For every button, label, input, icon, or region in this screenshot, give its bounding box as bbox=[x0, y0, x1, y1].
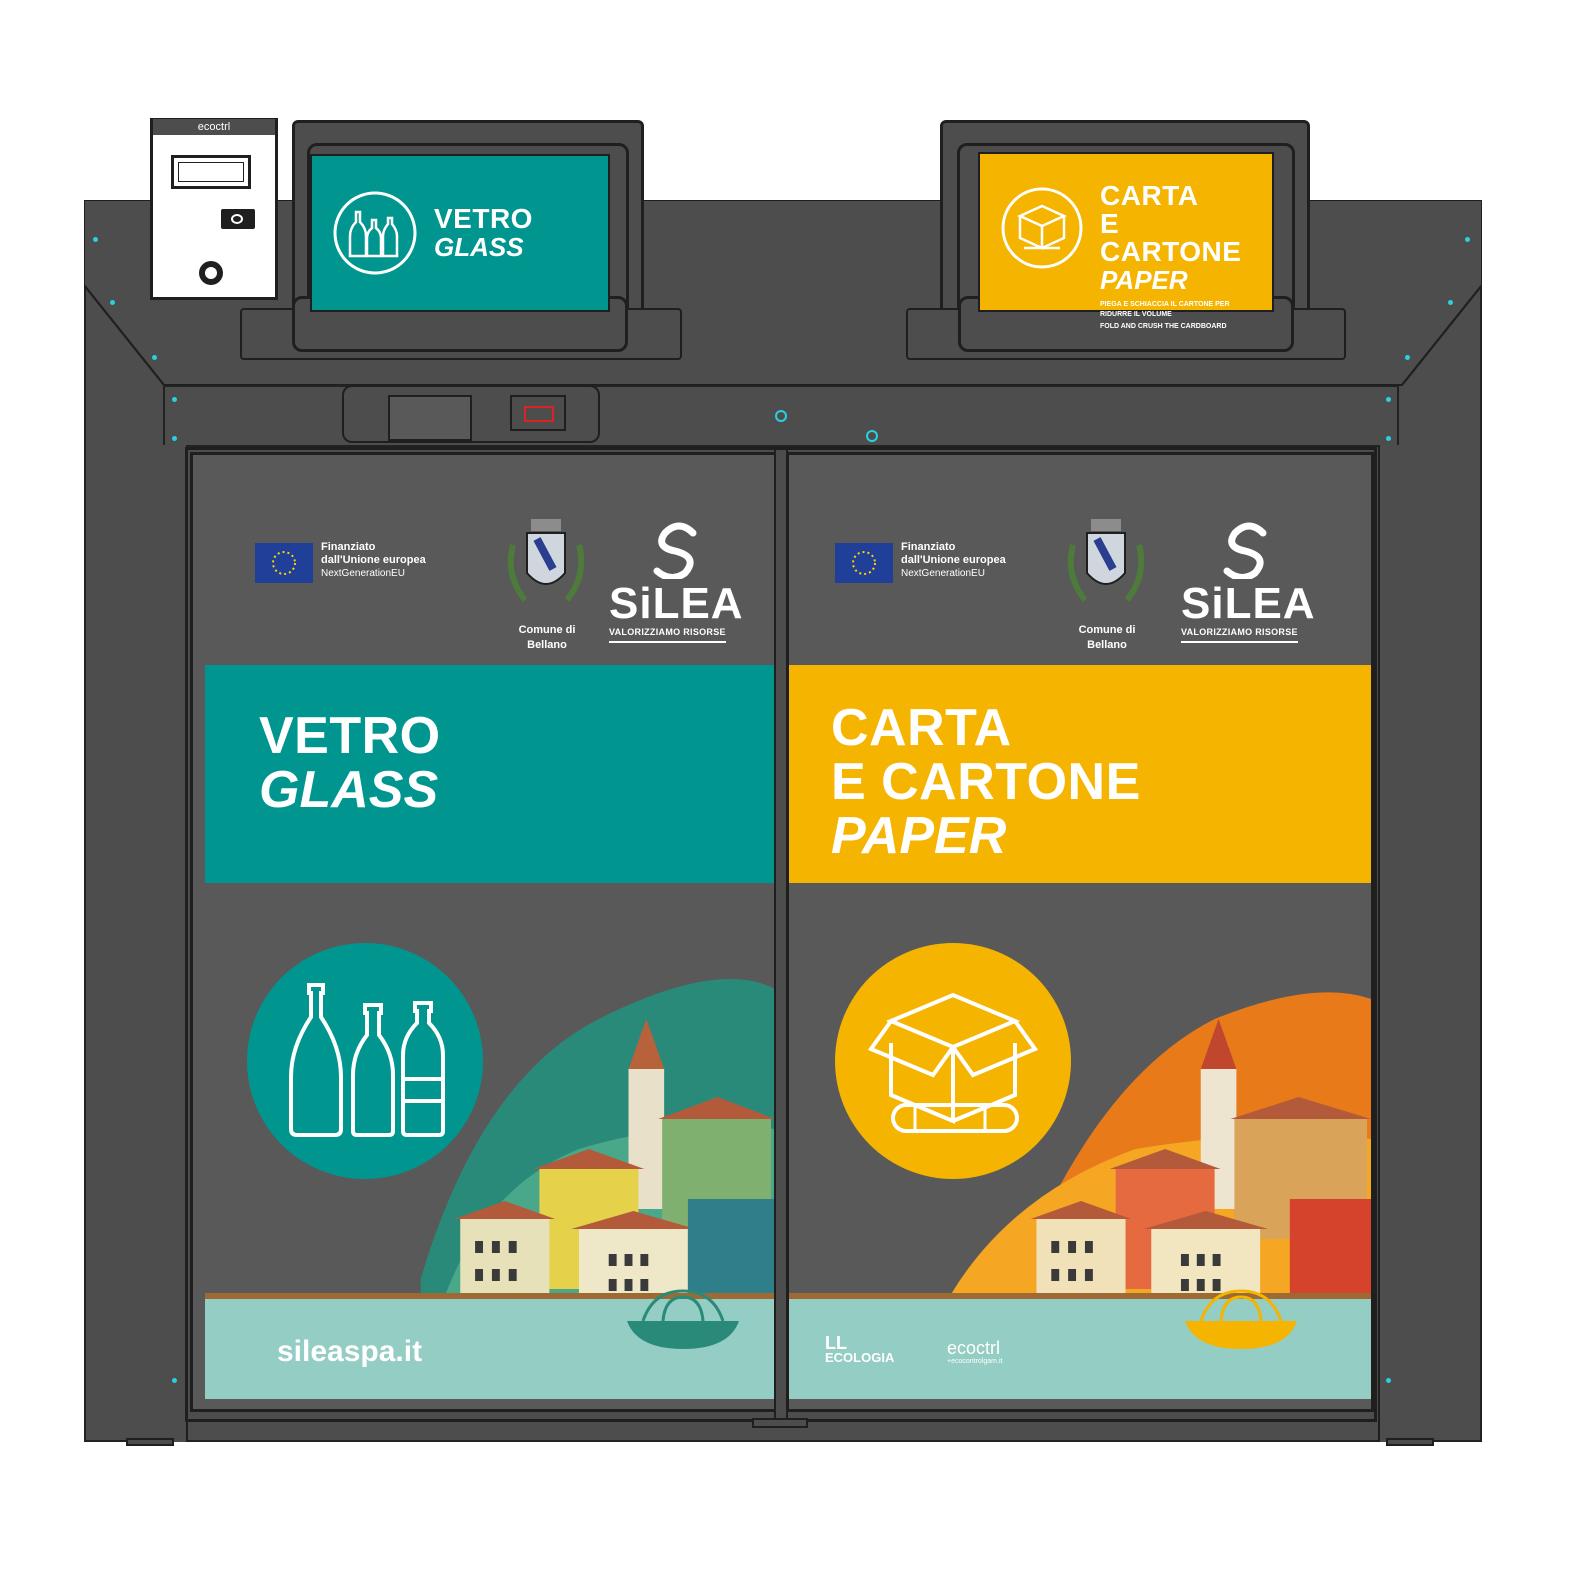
battery-icon bbox=[510, 395, 566, 431]
silea-tagline: VALORIZZIAMO RISORSE bbox=[609, 627, 726, 643]
village-illustration bbox=[420, 979, 775, 1339]
silea-logo-icon bbox=[1223, 522, 1267, 579]
status-ring-indicator bbox=[866, 430, 878, 442]
paper-hopper-sign: CARTA E CARTONE PAPER PIEGA E SCHIACCIA … bbox=[978, 152, 1274, 330]
silea-brand: SiLEA bbox=[609, 579, 744, 628]
indicator-led bbox=[172, 436, 177, 441]
status-ring-indicator bbox=[775, 410, 787, 422]
crest-caption-line2: Bellano bbox=[1087, 639, 1127, 651]
ll-ecologia-mark: LL bbox=[825, 1333, 847, 1353]
eu-flag-icon bbox=[835, 543, 893, 583]
eu-funded-line1: Finanziato bbox=[901, 541, 956, 553]
indicator-led bbox=[172, 1378, 177, 1383]
ecoctrl-url: +ecocontrolgam.it bbox=[947, 1358, 1003, 1365]
door-handle[interactable] bbox=[752, 1418, 808, 1428]
ecoctrl-name: ecoctrl bbox=[947, 1338, 1001, 1358]
glass-band-subtitle: GLASS bbox=[259, 761, 439, 819]
paper-hopper-note-it: PIEGA E SCHIACCIA IL CARTONE PER RIDURRE… bbox=[1100, 301, 1230, 318]
lake-band bbox=[789, 1299, 1371, 1399]
eu-funded-line2: dall'Unione europea bbox=[321, 554, 426, 566]
control-panel bbox=[342, 385, 600, 443]
glass-hopper-subtitle: GLASS bbox=[434, 232, 524, 262]
right-post bbox=[1378, 445, 1403, 1442]
terminal-brand: ecoctrl bbox=[153, 119, 275, 135]
eu-flag-icon bbox=[255, 543, 313, 583]
right-foot bbox=[1386, 1438, 1434, 1446]
indicator-led bbox=[1465, 237, 1470, 242]
shoreline bbox=[789, 1293, 1371, 1299]
paper-hopper-title-line1: CARTA bbox=[1100, 180, 1199, 211]
shoreline bbox=[205, 1293, 775, 1299]
door-seam bbox=[774, 450, 788, 1422]
access-terminal[interactable]: ecoctrl bbox=[150, 118, 278, 300]
paper-door[interactable]: Finanziato dall'Unione europea NextGener… bbox=[786, 452, 1374, 1412]
glass-door[interactable]: Finanziato dall'Unione europea NextGener… bbox=[190, 452, 778, 1412]
municipal-crest-icon bbox=[507, 519, 585, 602]
crest-caption-line1: Comune di bbox=[518, 624, 576, 636]
boat-icon bbox=[1185, 1289, 1297, 1349]
indicator-led bbox=[172, 397, 177, 402]
logo-row: Finanziato dall'Unione europea NextGener… bbox=[193, 515, 775, 675]
left-foot bbox=[126, 1438, 174, 1446]
terminal-display bbox=[171, 155, 251, 189]
left-post bbox=[163, 445, 188, 1442]
glass-band: VETRO GLASS bbox=[205, 665, 775, 883]
paper-band: CARTA E CARTONE PAPER bbox=[789, 665, 1371, 883]
indicator-led bbox=[1405, 355, 1410, 360]
paper-band-title-line2: E CARTONE bbox=[831, 753, 1141, 811]
silea-logo-icon bbox=[653, 522, 697, 579]
eu-funded-line3: NextGenerationEU bbox=[901, 568, 985, 579]
indicator-led bbox=[1386, 1378, 1391, 1383]
silea-brand: SiLEA bbox=[1181, 579, 1316, 628]
indicator-led bbox=[152, 355, 157, 360]
silea-tagline: VALORIZZIAMO RISORSE bbox=[1181, 627, 1298, 643]
eu-funded-line1: Finanziato bbox=[321, 541, 376, 553]
indicator-led bbox=[93, 237, 98, 242]
indicator-led bbox=[1386, 397, 1391, 402]
paper-hopper-title-line2: E CARTONE bbox=[1100, 208, 1242, 267]
indicator-led bbox=[110, 300, 115, 305]
crest-caption-line2: Bellano bbox=[527, 639, 567, 651]
glass-band-title: VETRO bbox=[259, 707, 441, 765]
bottles-icon bbox=[247, 943, 483, 1179]
glass-hopper-sign: VETRO GLASS bbox=[310, 154, 610, 312]
cardboard-box-icon bbox=[1001, 187, 1083, 269]
ll-ecologia-logo: LL ECOLOGIA bbox=[825, 1333, 895, 1365]
logo-row: Finanziato dall'Unione europea NextGener… bbox=[789, 515, 1371, 675]
glass-hopper-title: VETRO bbox=[434, 203, 533, 234]
indicator-led bbox=[1448, 300, 1453, 305]
bottles-icon bbox=[333, 191, 417, 275]
municipal-crest-icon bbox=[1067, 519, 1145, 602]
paper-band-title-line1: CARTA bbox=[831, 699, 1012, 757]
indicator-led bbox=[1386, 436, 1391, 441]
paper-band-subtitle: PAPER bbox=[831, 807, 1007, 865]
ll-ecologia-name: ECOLOGIA bbox=[825, 1350, 895, 1365]
ecoctrl-logo: ecoctrl +ecocontrolgam.it bbox=[947, 1339, 1002, 1366]
card-reader-icon[interactable] bbox=[221, 209, 255, 229]
lake-band bbox=[205, 1299, 775, 1399]
eu-funded-line3: NextGenerationEU bbox=[321, 568, 405, 579]
website-url: sileaspa.it bbox=[277, 1335, 423, 1368]
paper-hopper-note-en: FOLD AND CRUSH THE CARDBOARD bbox=[1100, 323, 1227, 330]
cardboard-box-icon bbox=[835, 943, 1071, 1179]
boat-icon bbox=[627, 1289, 739, 1349]
terminal-button[interactable] bbox=[199, 261, 223, 285]
crest-caption-line1: Comune di bbox=[1078, 624, 1136, 636]
eu-funded-line2: dall'Unione europea bbox=[901, 554, 1006, 566]
paper-hopper-subtitle: PAPER bbox=[1100, 265, 1188, 295]
panel-display bbox=[388, 395, 472, 441]
